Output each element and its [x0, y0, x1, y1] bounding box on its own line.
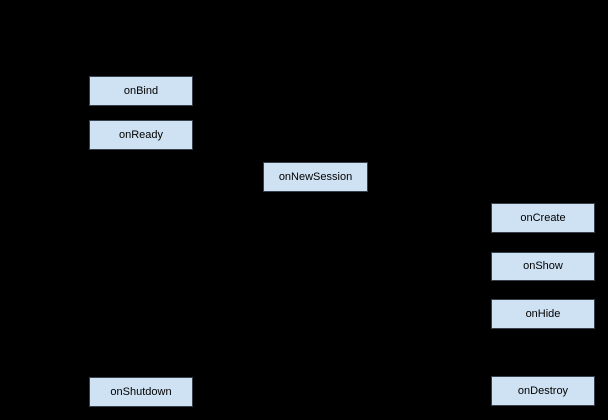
node-ondestroy: onDestroy [491, 376, 595, 406]
node-onshutdown: onShutdown [89, 377, 193, 407]
node-onshow: onShow [491, 252, 595, 281]
node-oncreate: onCreate [491, 203, 595, 233]
node-onbind: onBind [89, 76, 193, 106]
node-onhide: onHide [491, 299, 595, 329]
node-onready: onReady [89, 120, 193, 150]
node-onnewsession: onNewSession [263, 162, 368, 192]
